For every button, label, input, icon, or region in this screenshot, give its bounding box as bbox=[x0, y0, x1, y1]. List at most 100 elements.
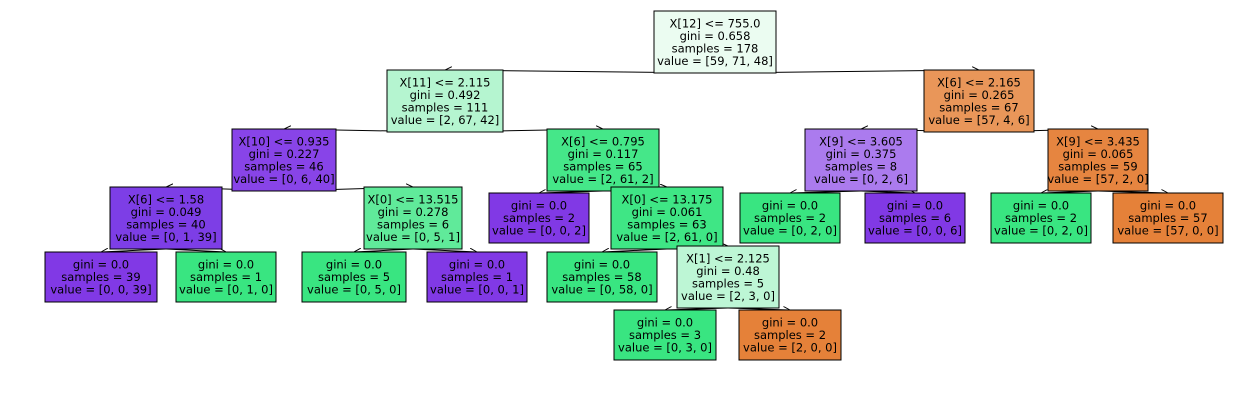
tree-node-line: samples = 5 bbox=[318, 270, 390, 284]
tree-node-line: samples = 1 bbox=[441, 270, 513, 284]
tree-node-line: samples = 46 bbox=[244, 159, 323, 173]
tree-node-line: gini = 0.049 bbox=[131, 205, 202, 219]
tree-node-line: value = [0, 5, 1] bbox=[366, 230, 460, 244]
tree-node-line: gini = 0.0 bbox=[449, 258, 505, 272]
tree-node-line: gini = 0.0 bbox=[887, 199, 943, 213]
tree-node-box bbox=[990, 192, 1092, 244]
tree-node-line: gini = 0.492 bbox=[410, 88, 481, 102]
tree-node-box bbox=[546, 128, 660, 192]
tree-node-line: samples = 2 bbox=[1005, 211, 1077, 225]
tree-node-line: value = [0, 0, 6] bbox=[868, 224, 962, 238]
tree-node-line: gini = 0.48 bbox=[696, 264, 760, 278]
tree-node-line: gini = 0.658 bbox=[680, 29, 751, 43]
tree-node-line: samples = 3 bbox=[629, 328, 701, 342]
tree-node-box bbox=[1047, 128, 1149, 192]
tree-node-line: value = [0, 0, 1] bbox=[430, 283, 524, 297]
tree-node-line: X[0] <= 13.175 bbox=[622, 192, 713, 206]
tree-node-line: samples = 2 bbox=[754, 328, 826, 342]
tree-node-line: samples = 1 bbox=[190, 270, 262, 284]
tree-node-box bbox=[175, 251, 277, 303]
tree-node-line: value = [0, 3, 0] bbox=[618, 341, 712, 355]
tree-node-line: value = [0, 5, 0] bbox=[307, 283, 401, 297]
tree-node-line: samples = 178 bbox=[672, 41, 759, 55]
tree-node-box bbox=[653, 10, 777, 74]
tree-node-line: samples = 65 bbox=[563, 159, 642, 173]
tree-node-box bbox=[804, 128, 918, 192]
tree-node-line: X[0] <= 13.515 bbox=[368, 192, 459, 206]
tree-node-line: value = [0, 2, 0] bbox=[994, 224, 1088, 238]
tree-node-box bbox=[864, 192, 966, 244]
tree-node-line: gini = 0.0 bbox=[762, 316, 818, 330]
tree-node-line: gini = 0.0 bbox=[637, 316, 693, 330]
tree-node-line: gini = 0.0 bbox=[1140, 199, 1196, 213]
tree-node-line: X[12] <= 755.0 bbox=[670, 16, 761, 30]
tree-node-line: samples = 58 bbox=[562, 270, 641, 284]
tree-node-box bbox=[231, 128, 337, 192]
tree-node-box bbox=[610, 186, 724, 250]
tree-node-line: samples = 67 bbox=[939, 100, 1018, 114]
tree-node-line: value = [57, 0, 0] bbox=[1117, 224, 1218, 238]
tree-node-line: gini = 0.117 bbox=[568, 147, 639, 161]
tree-node-line: X[6] <= 2.165 bbox=[937, 75, 1021, 89]
tree-node-line: samples = 2 bbox=[503, 211, 575, 225]
tree-node-box bbox=[676, 245, 780, 309]
tree-node-line: value = [0, 58, 0] bbox=[551, 283, 652, 297]
tree-node-line: gini = 0.227 bbox=[249, 147, 320, 161]
tree-node-box bbox=[426, 251, 528, 303]
tree-node-box bbox=[546, 251, 658, 303]
tree-node-line: samples = 2 bbox=[754, 211, 826, 225]
tree-node-line: samples = 39 bbox=[61, 270, 140, 284]
tree-node-box bbox=[739, 192, 841, 244]
tree-node-line: gini = 0.0 bbox=[73, 258, 129, 272]
tree-node-line: samples = 59 bbox=[1058, 159, 1137, 173]
tree-node-line: gini = 0.0 bbox=[326, 258, 382, 272]
tree-node-line: value = [0, 6, 40] bbox=[233, 172, 334, 186]
tree-node-line: samples = 8 bbox=[825, 159, 897, 173]
tree-node-line: gini = 0.0 bbox=[762, 199, 818, 213]
tree-node-line: samples = 111 bbox=[402, 100, 489, 114]
tree-node-line: value = [2, 61, 0] bbox=[616, 230, 717, 244]
tree-node-box bbox=[301, 251, 407, 303]
tree-node-line: samples = 6 bbox=[879, 211, 951, 225]
tree-node-line: value = [2, 3, 0] bbox=[681, 289, 775, 303]
tree-node-box bbox=[363, 186, 463, 250]
tree-node-line: X[11] <= 2.115 bbox=[400, 75, 491, 89]
tree-node-line: value = [0, 2, 6] bbox=[814, 172, 908, 186]
tree-node-line: value = [0, 1, 39] bbox=[115, 230, 216, 244]
tree-node-line: gini = 0.0 bbox=[574, 258, 630, 272]
tree-node-line: value = [0, 0, 2] bbox=[492, 224, 586, 238]
tree-node-line: samples = 63 bbox=[627, 217, 706, 231]
tree-node-line: samples = 57 bbox=[1128, 211, 1207, 225]
tree-node-box bbox=[109, 186, 223, 250]
tree-node-line: samples = 40 bbox=[126, 217, 205, 231]
tree-node-box bbox=[738, 309, 842, 361]
tree-node-line: value = [0, 0, 39] bbox=[50, 283, 151, 297]
tree-node-line: gini = 0.0 bbox=[1013, 199, 1069, 213]
tree-node-box bbox=[488, 192, 590, 244]
tree-node-line: X[6] <= 1.58 bbox=[128, 192, 204, 206]
tree-node-line: value = [57, 4, 6] bbox=[928, 113, 1029, 127]
tree-node-box bbox=[44, 251, 158, 303]
tree-node-line: gini = 0.375 bbox=[826, 147, 897, 161]
tree-node-line: gini = 0.0 bbox=[198, 258, 254, 272]
